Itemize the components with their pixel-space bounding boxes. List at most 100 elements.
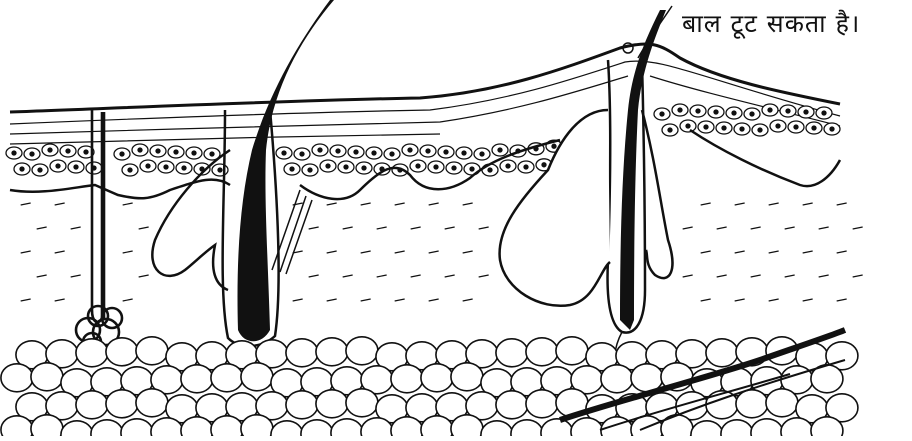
dermis-dash — [479, 275, 489, 277]
fat-cell — [286, 391, 318, 419]
fat-cell — [106, 338, 138, 366]
dermis-dash — [735, 251, 745, 253]
dermis-dash — [429, 203, 439, 205]
dermis-dash — [735, 299, 745, 301]
dermis-dash — [377, 227, 387, 229]
dermis-dash — [463, 299, 473, 301]
dermis-dash — [123, 203, 133, 205]
fat-cell — [526, 338, 558, 366]
dermis-dash — [361, 251, 371, 253]
fat-cell — [346, 337, 378, 365]
cell-nucleus — [290, 167, 294, 171]
cell-nucleus — [822, 111, 826, 115]
cell-nucleus — [20, 167, 24, 171]
cell-nucleus — [786, 109, 790, 113]
cell-nucleus — [426, 149, 430, 153]
cell-nucleus — [30, 152, 34, 156]
cell-nucleus — [696, 109, 700, 113]
dermis-dash — [701, 203, 711, 205]
fat-cell — [1, 416, 33, 436]
dermis-dash — [377, 275, 387, 277]
cell-nucleus — [56, 164, 60, 168]
fat-cell — [496, 339, 528, 367]
cell-nucleus — [38, 168, 42, 172]
dermis-dash — [395, 299, 405, 301]
fat-cell — [331, 419, 363, 436]
dermis-dash — [55, 251, 65, 253]
fat-cell — [691, 421, 723, 436]
fat-cell — [241, 363, 273, 391]
dermis-dash — [701, 251, 711, 253]
cell-nucleus — [300, 152, 304, 156]
dermis-dash — [71, 275, 81, 277]
cell-nucleus — [48, 148, 52, 152]
dermis-dash — [683, 275, 693, 277]
cell-nucleus — [660, 112, 664, 116]
cell-nucleus — [146, 164, 150, 168]
dermis-dash — [853, 275, 863, 277]
cell-nucleus — [452, 166, 456, 170]
dermis-dash — [837, 203, 847, 205]
dermis-dash — [819, 275, 829, 277]
dermis-dash — [429, 299, 439, 301]
cell-nucleus — [408, 148, 412, 152]
dermis-dash — [327, 299, 337, 301]
dermis-dash — [343, 275, 353, 277]
fat-cell — [106, 390, 138, 418]
sebaceous-gland — [500, 110, 610, 306]
dermis-dash — [735, 203, 745, 205]
dermis-dash — [37, 227, 47, 229]
dermis-dash — [701, 299, 711, 301]
dermis-dash — [837, 251, 847, 253]
cell-nucleus — [686, 124, 690, 128]
cell-nucleus — [498, 148, 502, 152]
fat-cell — [451, 415, 483, 436]
cell-nucleus — [714, 110, 718, 114]
skin-surface-line — [10, 44, 840, 112]
dermis-dash — [327, 203, 337, 205]
cell-nucleus — [462, 151, 466, 155]
fat-cell — [706, 339, 738, 367]
cell-nucleus — [804, 110, 808, 114]
cell-nucleus — [84, 150, 88, 154]
cell-nucleus — [282, 151, 286, 155]
dermis-dash — [463, 203, 473, 205]
fat-cell — [136, 389, 168, 417]
dermis-dash — [361, 299, 371, 301]
fat-cell — [526, 390, 558, 418]
fat-cell — [391, 365, 423, 393]
cell-nucleus — [732, 111, 736, 115]
cell-nucleus — [372, 151, 376, 155]
dermis-dash — [803, 299, 813, 301]
cell-nucleus — [524, 165, 528, 169]
cell-nucleus — [74, 165, 78, 169]
dermis-dash — [327, 251, 337, 253]
cell-nucleus — [138, 148, 142, 152]
fat-cell — [496, 391, 528, 419]
dermis-dash — [343, 227, 353, 229]
dermis-dash — [139, 275, 149, 277]
fat-cell — [556, 337, 588, 365]
dermis-dash — [803, 203, 813, 205]
fat-cell — [301, 420, 333, 436]
fat-cell — [1, 364, 33, 392]
cell-nucleus — [182, 166, 186, 170]
dermis-dash — [445, 275, 455, 277]
cell-nucleus — [66, 149, 70, 153]
cell-nucleus — [354, 150, 358, 154]
dermis-dash — [445, 227, 455, 229]
cell-nucleus — [542, 163, 546, 167]
cell-nucleus — [308, 168, 312, 172]
fat-cell — [736, 390, 768, 418]
diagram-caption: बाल टूट सकता है। — [682, 6, 860, 40]
fat-cell — [91, 420, 123, 436]
cell-nucleus — [678, 108, 682, 112]
cell-nucleus — [362, 166, 366, 170]
cell-nucleus — [776, 124, 780, 128]
dermis-dash — [21, 251, 31, 253]
dermis-dash — [395, 203, 405, 205]
cell-nucleus — [812, 126, 816, 130]
fat-cell — [241, 415, 273, 436]
dermis-dash — [139, 227, 149, 229]
